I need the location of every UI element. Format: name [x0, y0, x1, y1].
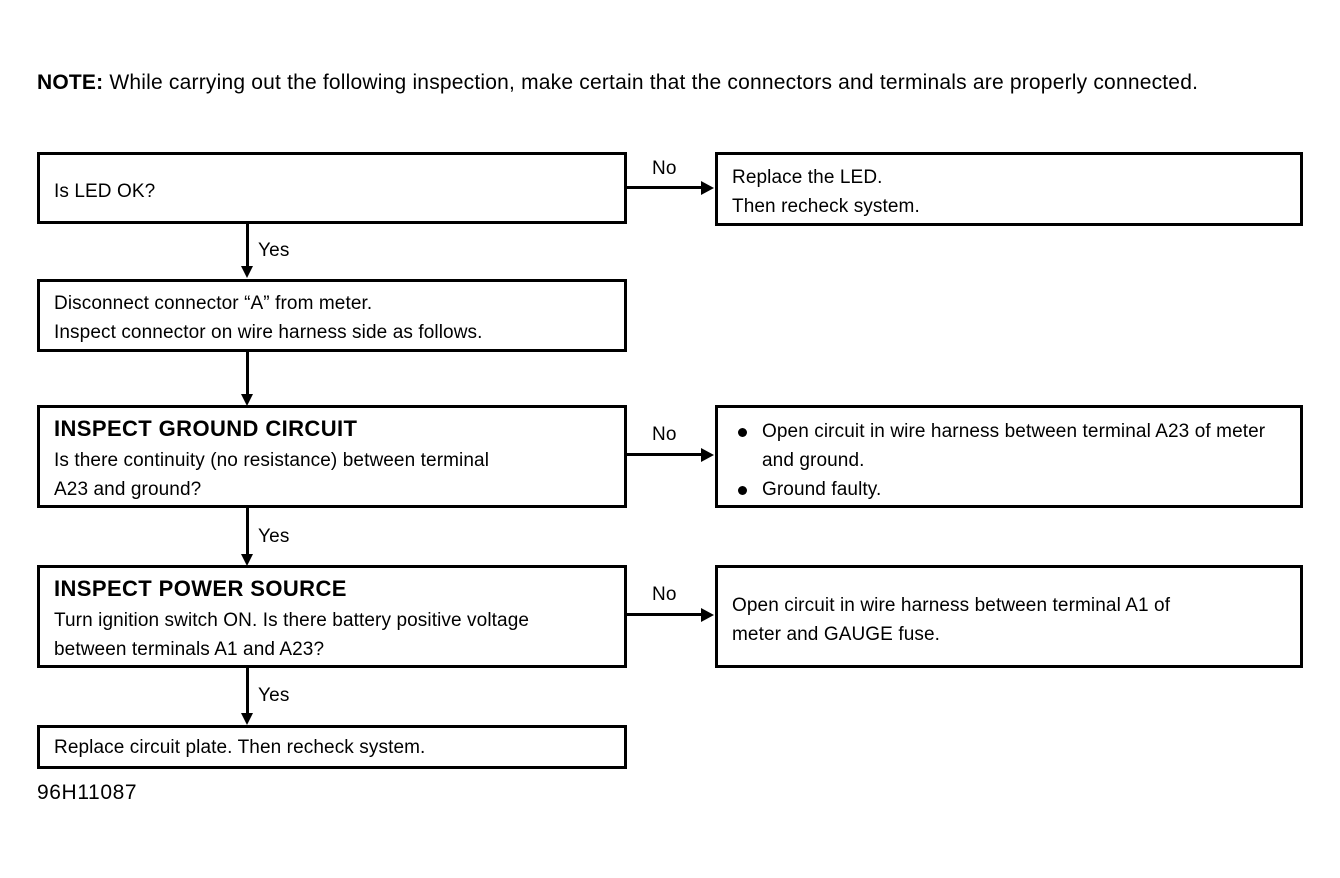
- node-disconnect-connector-line-1: Inspect connector on wire harness side a…: [54, 322, 483, 343]
- edge-ground-yes-arrowhead: [241, 554, 253, 566]
- node-power-fault-line-0: Open circuit in wire harness between ter…: [732, 595, 1171, 616]
- ground-faults-item-0-text: Open circuit in wire harness between ter…: [762, 421, 1266, 471]
- node-replace-circuit-plate-line-0: Replace circuit plate. Then recheck syst…: [54, 737, 426, 758]
- note-text: While carrying out the following inspect…: [109, 71, 1199, 94]
- bullet-dot-icon: [738, 428, 747, 437]
- edge-power-no-label: No: [652, 584, 677, 605]
- node-inspect-power-source: INSPECT POWER SOURCE Turn ignition switc…: [37, 565, 627, 668]
- bullet-dot-icon: [738, 486, 747, 495]
- edge-power-yes-arrowhead: [241, 713, 253, 725]
- node-led-check: Is LED OK?: [37, 152, 627, 224]
- node-inspect-power-source-title: INSPECT POWER SOURCE: [54, 576, 347, 601]
- edge-disconnect-to-ground-line: [246, 352, 249, 396]
- node-replace-led: Replace the LED. Then recheck system.: [715, 152, 1303, 226]
- edge-ground-yes-line: [246, 508, 249, 558]
- node-replace-led-line-1: Then recheck system.: [732, 196, 920, 217]
- edge-ground-no-label: No: [652, 424, 677, 445]
- edge-power-no-arrowhead: [701, 608, 714, 622]
- ground-faults-list: Open circuit in wire harness between ter…: [732, 417, 1286, 504]
- node-inspect-ground-circuit-title: INSPECT GROUND CIRCUIT: [54, 416, 358, 441]
- edge-power-yes-label: Yes: [258, 685, 290, 706]
- node-power-fault: Open circuit in wire harness between ter…: [715, 565, 1303, 668]
- edge-ground-yes-label: Yes: [258, 526, 290, 547]
- node-replace-led-line-0: Replace the LED.: [732, 167, 883, 188]
- node-inspect-power-source-line-1: between terminals A1 and A23?: [54, 639, 325, 660]
- node-inspect-ground-circuit-line-1: A23 and ground?: [54, 479, 202, 500]
- ground-faults-item-1-text: Ground faulty.: [762, 479, 882, 500]
- figure-code: 96H11087: [37, 781, 138, 804]
- edge-ground-no-arrowhead: [701, 448, 714, 462]
- node-ground-faults: Open circuit in wire harness between ter…: [715, 405, 1303, 508]
- ground-faults-item-1: Ground faulty.: [732, 475, 1286, 504]
- ground-faults-item-0: Open circuit in wire harness between ter…: [732, 417, 1286, 475]
- note-paragraph: NOTE: While carrying out the following i…: [37, 68, 1307, 98]
- edge-led-yes-label: Yes: [258, 240, 290, 261]
- edge-disconnect-to-ground-arrowhead: [241, 394, 253, 406]
- edge-led-yes-line: [246, 224, 249, 270]
- edge-led-no-arrowhead: [701, 181, 714, 195]
- node-led-check-line-0: Is LED OK?: [54, 181, 156, 202]
- note-label: NOTE:: [37, 71, 104, 94]
- node-inspect-power-source-line-0: Turn ignition switch ON. Is there batter…: [54, 610, 530, 631]
- node-inspect-ground-circuit: INSPECT GROUND CIRCUIT Is there continui…: [37, 405, 627, 508]
- node-inspect-ground-circuit-line-0: Is there continuity (no resistance) betw…: [54, 450, 490, 471]
- edge-power-no-line: [627, 613, 703, 616]
- node-power-fault-line-1: meter and GAUGE fuse.: [732, 624, 941, 645]
- edge-led-yes-arrowhead: [241, 266, 253, 278]
- node-disconnect-connector-line-0: Disconnect connector “A” from meter.: [54, 293, 373, 314]
- edge-power-yes-line: [246, 668, 249, 716]
- node-disconnect-connector: Disconnect connector “A” from meter. Ins…: [37, 279, 627, 352]
- edge-ground-no-line: [627, 453, 703, 456]
- node-replace-circuit-plate: Replace circuit plate. Then recheck syst…: [37, 725, 627, 769]
- edge-led-no-line: [627, 186, 703, 189]
- edge-led-no-label: No: [652, 158, 677, 179]
